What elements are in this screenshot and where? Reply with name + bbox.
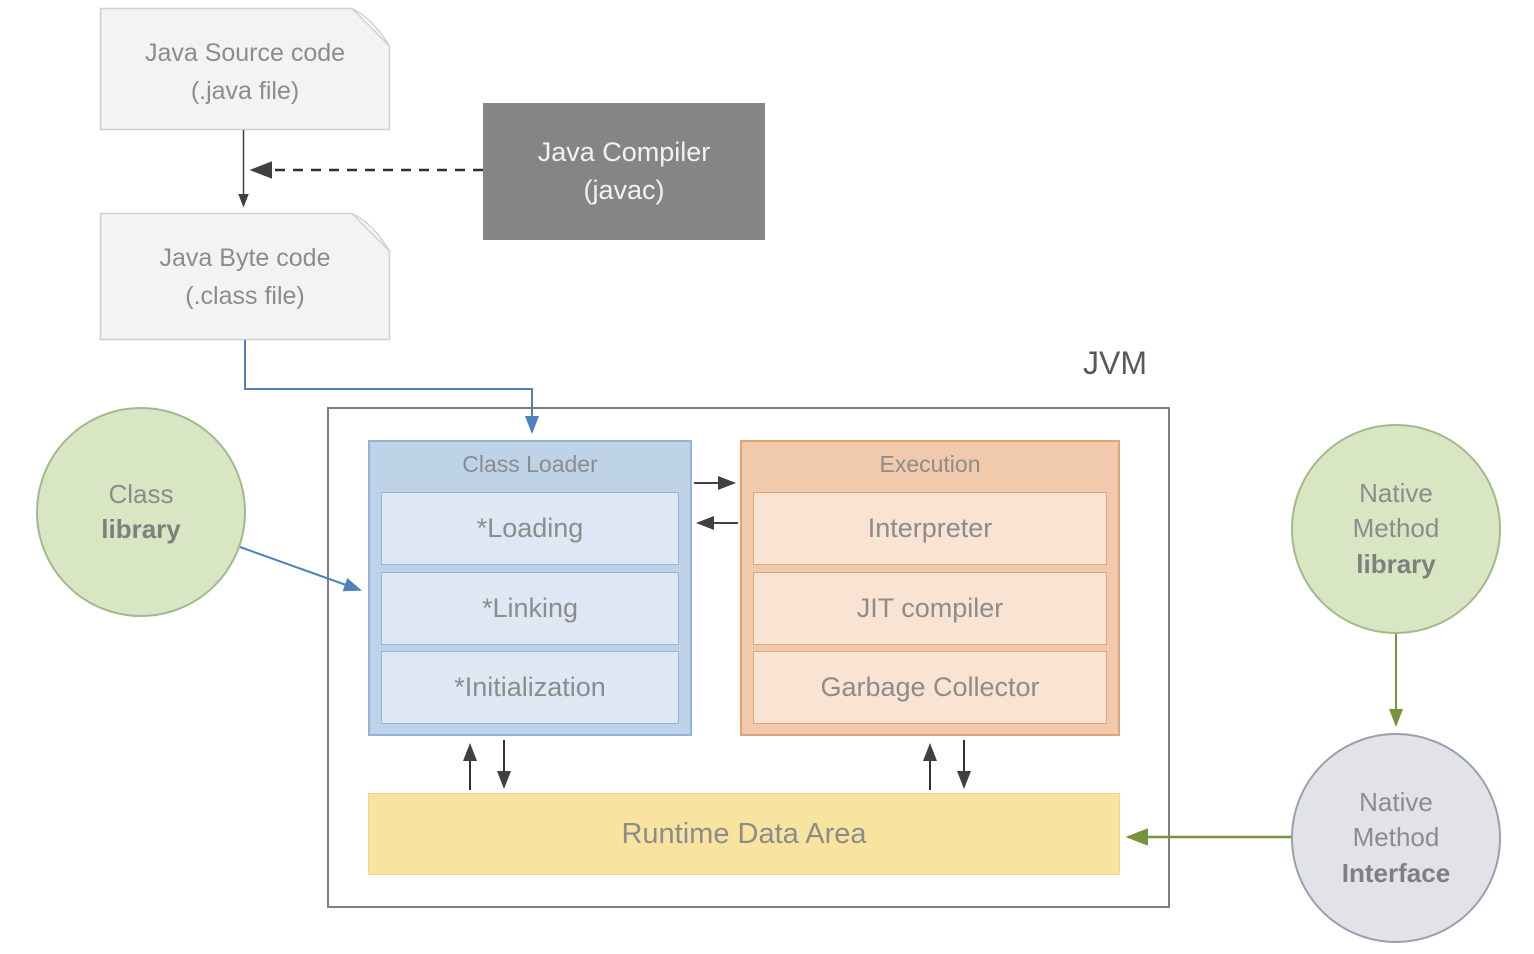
class-library-line2: library (101, 514, 181, 544)
native-method-library-line3: library (1356, 548, 1436, 579)
class-loader-title: Class Loader (462, 451, 598, 477)
native-method-library-line2: Method (1352, 513, 1440, 544)
class-loader-box: Class Loader *Loading *Linking *Initiali… (368, 440, 692, 736)
jvm-label: JVM (1083, 345, 1147, 381)
class-library-circle: Class library (36, 407, 246, 617)
native-method-interface-line3: Interface (1341, 857, 1451, 888)
java-compiler-label-line2: (javac) (583, 174, 665, 205)
native-method-interface-circle: Native Method Interface (1291, 733, 1501, 943)
execution-title: Execution (879, 451, 981, 477)
native-method-interface-line2: Method (1352, 822, 1440, 853)
linking-item: *Linking (381, 572, 679, 645)
runtime-data-area-box: Runtime Data Area (368, 793, 1120, 875)
jvm-container (327, 407, 1170, 908)
loading-item: *Loading (381, 492, 679, 565)
jit-compiler-item: JIT compiler (753, 572, 1107, 645)
native-method-interface-line1: Native (1359, 787, 1433, 818)
initialization-item: *Initialization (381, 651, 679, 724)
garbage-collector-item: Garbage Collector (753, 651, 1107, 724)
runtime-data-area-label: Runtime Data Area (621, 817, 867, 850)
native-method-library-line1: Native (1359, 478, 1433, 509)
java-compiler-node: Java Compiler (javac) (483, 103, 765, 240)
class-library-line1: Class (108, 478, 174, 509)
execution-box: Execution Interpreter JIT compiler Garba… (740, 440, 1120, 736)
native-method-library-circle: Native Method library (1291, 424, 1501, 634)
interpreter-item: Interpreter (753, 492, 1107, 565)
java-compiler-label-line1: Java Compiler (537, 136, 711, 167)
